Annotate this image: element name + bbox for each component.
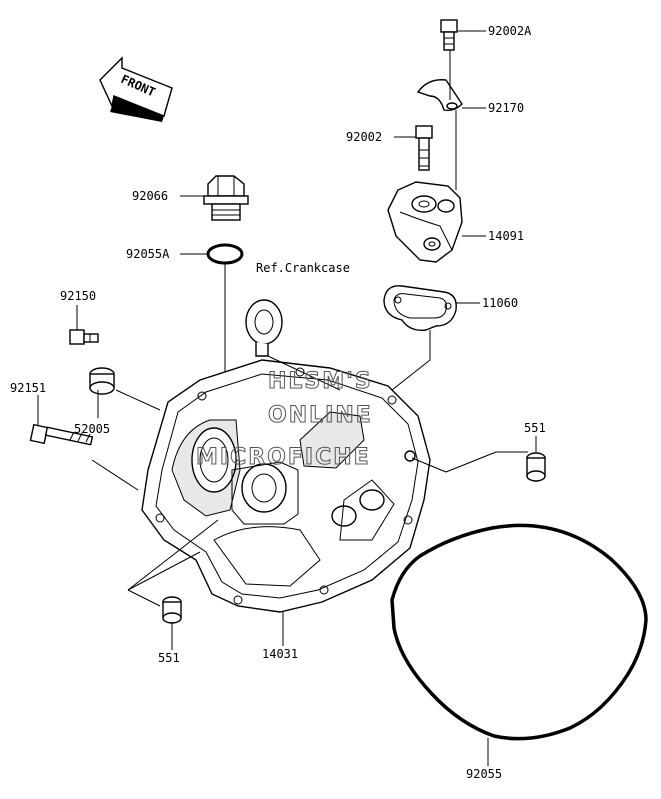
bolt-92002-icon (415, 125, 433, 171)
gasket-92055-icon (390, 523, 648, 741)
part-label-92066: 92066 (132, 189, 168, 203)
clamp-92170-icon (416, 79, 463, 112)
part-label-14031: 14031 (262, 647, 298, 661)
watermark-line-2: ONLINE (268, 403, 373, 428)
front-arrow-icon: FRONT (99, 56, 173, 122)
part-label-14091: 14091 (488, 229, 524, 243)
part-labels: 92002A 92170 92002 14091 92066 92055A 11… (10, 24, 546, 781)
dowel-551-left-icon (162, 596, 182, 624)
part-label-11060: 11060 (482, 296, 518, 310)
ref-crankcase-label: Ref.Crankcase (256, 261, 350, 275)
part-label-92055a: 92055A (126, 247, 170, 261)
part-label-92002: 92002 (346, 130, 382, 144)
part-label-551-left: 551 (158, 651, 180, 665)
part-label-92002a: 92002A (488, 24, 532, 38)
leader-lines (37, 30, 537, 766)
part-label-52005: 52005 (74, 422, 110, 436)
part-label-92150: 92150 (60, 289, 96, 303)
dowel-551-right-icon (526, 452, 546, 482)
plug-92066-icon (203, 175, 249, 221)
bolt-92151-icon (29, 423, 94, 446)
watermark-line-1: HLSM'S (268, 369, 373, 394)
crankcase-ring-icon (245, 299, 283, 357)
watermark: HLSM'S ONLINE MICROFICHE (196, 369, 373, 471)
watermark-line-3: MICROFICHE (196, 445, 371, 470)
part-label-551-right: 551 (524, 421, 546, 435)
oring-92055a-icon (206, 243, 244, 265)
part-label-92055: 92055 (466, 767, 502, 781)
part-label-92170: 92170 (488, 101, 524, 115)
cap-52005-icon (89, 367, 115, 395)
bolt-92150-icon (69, 329, 99, 345)
clutch-cover-14031-icon (141, 359, 431, 613)
gasket-11060-icon (383, 285, 457, 331)
part-label-92151: 92151 (10, 381, 46, 395)
bolt-92002a-icon (440, 19, 458, 51)
cap-14091-icon (387, 181, 463, 263)
